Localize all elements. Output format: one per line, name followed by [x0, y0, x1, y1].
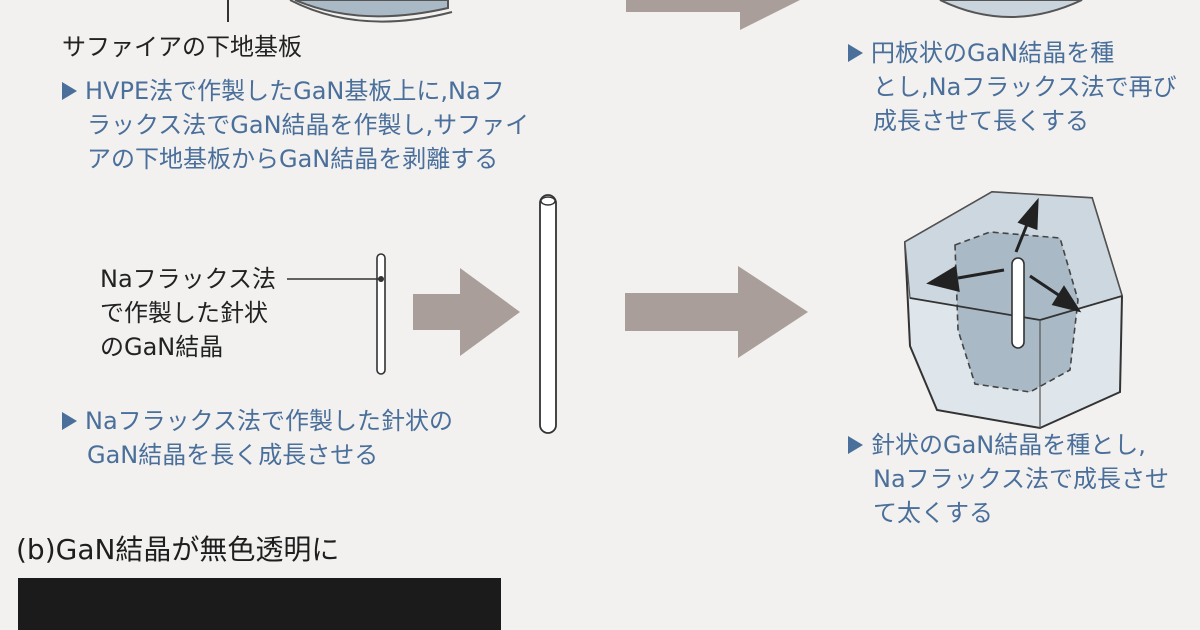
arrow-right-1 [413, 268, 520, 356]
arrow-right-2 [625, 266, 808, 358]
triangle-bullet-icon [848, 436, 863, 454]
growth-arrows [926, 197, 1082, 313]
disc-crystal [939, 0, 1083, 18]
hexagonal-crystal [903, 190, 1124, 430]
caption-hex-text-1: 針状のGaN結晶を種とし, [871, 431, 1146, 459]
needle-label-line-1: Naフラックス法 [100, 265, 276, 293]
caption-hvpe-line-3: アの下地基板からGaN結晶を剥離する [87, 145, 499, 173]
caption-needle-grow: Naフラックス法で作製した針状の GaN結晶を長く成長させる [62, 404, 453, 472]
caption-disc-line-1: 円板状のGaN結晶を種 [848, 36, 1177, 70]
caption-hvpe: HVPE法で作製したGaN基板上に,Naフ ラックス法でGaN結晶を作製し,サフ… [62, 74, 529, 176]
needle-crystal-small [376, 253, 386, 375]
caption-hex-line-2: Naフラックス法で成長させ [873, 465, 1169, 493]
caption-hex: 針状のGaN結晶を種とし, Naフラックス法で成長させ て太くする [848, 428, 1169, 530]
caption-hvpe-line-2: ラックス法でGaN結晶を作製し,サファイ [87, 111, 530, 139]
needle-crystal-long [539, 194, 557, 434]
caption-needle-text-1: Naフラックス法で作製した針状の [85, 407, 453, 435]
needle-label-line-3: のGaN結晶 [100, 333, 224, 361]
caption-needle-line-2: GaN結晶を長く成長させる [87, 441, 379, 469]
caption-hex-line-3: て太くする [873, 499, 993, 527]
needle-leader-dot [378, 276, 384, 282]
caption-hvpe-line-1: HVPE法で作製したGaN基板上に,Naフ [62, 74, 529, 108]
caption-disc-text-1: 円板状のGaN結晶を種 [871, 39, 1115, 67]
triangle-bullet-icon [62, 82, 77, 100]
caption-disc-line-2: とし,Naフラックス法で再び [873, 73, 1177, 101]
caption-disc: 円板状のGaN結晶を種 とし,Naフラックス法で再び 成長させて長くする [848, 36, 1177, 138]
caption-disc-line-3: 成長させて長くする [873, 107, 1089, 135]
top-arrow [626, 0, 800, 30]
triangle-bullet-icon [848, 44, 863, 62]
crystal-photo [18, 578, 501, 630]
caption-needle-line-1: Naフラックス法で作製した針状の [62, 404, 453, 438]
needle-crystal-label: Naフラックス法 で作製した針状 のGaN結晶 [100, 262, 276, 364]
sapphire-disc [289, 0, 453, 23]
needle-label-line-2: で作製した針状 [100, 299, 268, 327]
section-b-title: (b)GaN結晶が無色透明に [16, 533, 340, 566]
sapphire-substrate-label: サファイアの下地基板 [62, 33, 302, 61]
caption-hex-line-1: 針状のGaN結晶を種とし, [848, 428, 1169, 462]
triangle-bullet-icon [62, 412, 77, 430]
caption-hvpe-text-1: HVPE法で作製したGaN基板上に,Naフ [85, 77, 505, 105]
